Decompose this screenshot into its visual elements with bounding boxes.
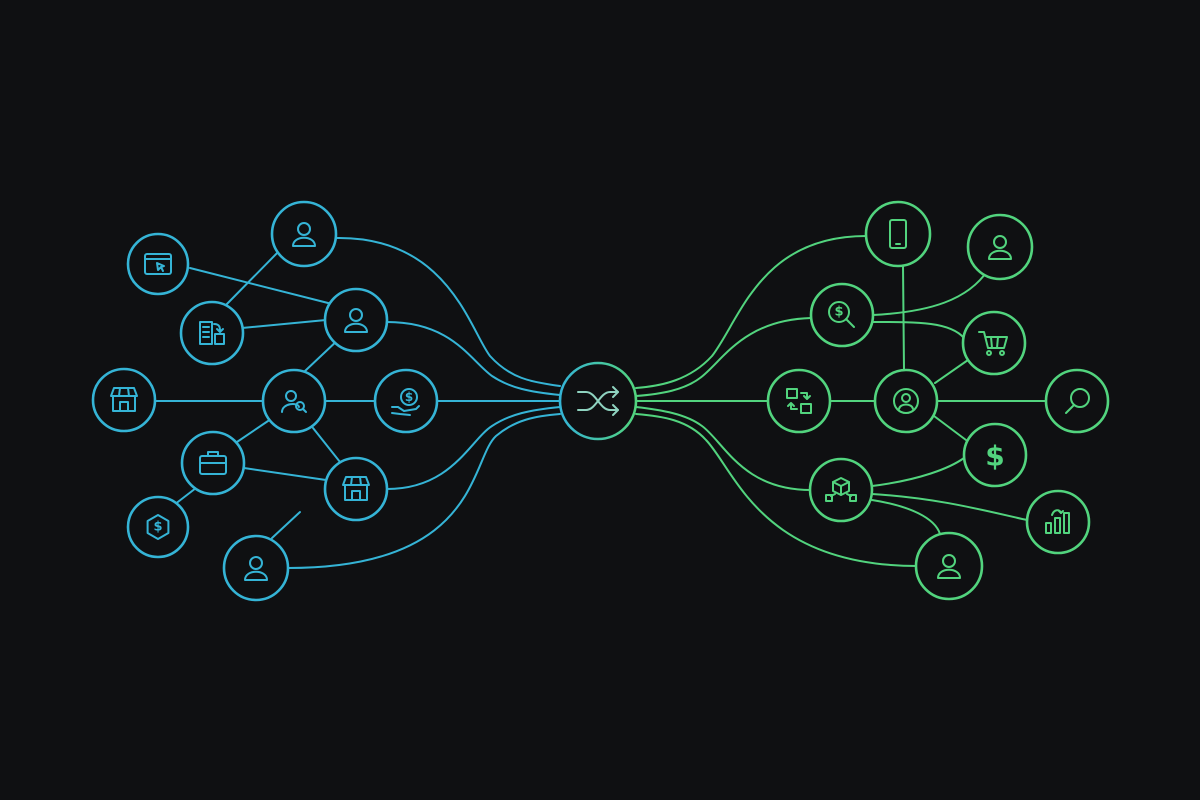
- left-connection-line: [222, 245, 285, 309]
- exchange-icon: [786, 388, 812, 414]
- hexagon-dollar-glyph: $: [153, 520, 162, 535]
- storefront-icon: [110, 387, 138, 412]
- search-icon: [1065, 388, 1090, 414]
- node-ring: [809, 282, 875, 348]
- user-icon: [344, 308, 368, 333]
- left-node-briefcase[interactable]: [180, 430, 246, 496]
- node-ring: [962, 422, 1028, 488]
- right-node-bar-chart[interactable]: [1025, 489, 1091, 555]
- user-icon: [244, 556, 268, 581]
- node-ring: [126, 495, 190, 559]
- left-node-user-bottom[interactable]: [222, 534, 290, 602]
- right-node-user-bottom[interactable]: [914, 531, 984, 601]
- left-node-user-top[interactable]: [270, 200, 338, 268]
- left-connection-line: [233, 420, 269, 445]
- right-connection-line: [934, 359, 969, 384]
- node-ring: [961, 310, 1027, 376]
- right-connection-line: [872, 321, 965, 339]
- left-connection-line: [287, 413, 561, 569]
- right-connection-line: [635, 406, 812, 491]
- bar-chart-icon: [1045, 509, 1070, 534]
- left-node-hand-dollar[interactable]: $: [373, 368, 439, 434]
- user-icon: [988, 235, 1012, 260]
- right-node-dollar[interactable]: $: [962, 422, 1028, 488]
- right-node-cart[interactable]: [961, 310, 1027, 376]
- node-ring: [91, 367, 157, 433]
- hexagon-dollar-icon: $: [146, 514, 170, 540]
- dollar-glyph: $: [985, 440, 1004, 473]
- right-node-exchange[interactable]: [766, 368, 832, 434]
- boxes-network-icon: [825, 477, 857, 502]
- left-node-building[interactable]: [179, 300, 245, 366]
- node-ring: [323, 456, 389, 522]
- left-connection-line: [386, 406, 561, 490]
- user-circle-icon: [893, 388, 919, 414]
- smartphone-icon: [889, 219, 907, 249]
- left-connection-line: [386, 321, 561, 396]
- left-node-user-mid[interactable]: [323, 287, 389, 353]
- dollar-search-icon: $: [828, 301, 855, 328]
- node-ring: [1025, 489, 1091, 555]
- right-connection-line: [635, 235, 867, 389]
- dollar-search-glyph: $: [834, 305, 843, 320]
- left-node-shop[interactable]: [323, 456, 389, 522]
- right-connection-line: [635, 317, 812, 397]
- storefront-icon: [342, 476, 370, 501]
- hand-dollar-icon: $: [391, 388, 420, 416]
- hub-node[interactable]: [558, 361, 638, 441]
- left-node-storefront[interactable]: [91, 367, 157, 433]
- left-node-browser[interactable]: [126, 232, 190, 296]
- building-transfer-icon: [199, 321, 225, 345]
- briefcase-icon: [199, 451, 227, 475]
- svg-text:$: $: [405, 390, 413, 404]
- right-connection-line: [871, 499, 941, 535]
- browser-cursor-icon: [144, 253, 172, 275]
- node-ring: [1044, 368, 1110, 434]
- left-node-hex-dollar[interactable]: $: [126, 495, 190, 559]
- right-connection-line: [871, 493, 1028, 521]
- left-connection-line: [243, 467, 327, 481]
- user-search-icon: [281, 390, 307, 413]
- user-icon: [292, 222, 316, 247]
- left-connection-line: [241, 319, 327, 329]
- nodes: $ $ $ $: [91, 200, 1110, 602]
- dollar-icon: $: [985, 440, 1004, 473]
- right-node-dollar-search[interactable]: $: [809, 282, 875, 348]
- right-connections: [635, 235, 1047, 567]
- right-connection-line: [871, 457, 965, 487]
- node-ring: [864, 200, 932, 268]
- node-ring: [373, 368, 439, 434]
- left-connection-line: [335, 236, 561, 387]
- left-connection-line: [271, 511, 301, 539]
- left-connection-line: [189, 267, 333, 305]
- right-connection-line: [933, 415, 967, 441]
- right-node-boxes[interactable]: [808, 457, 874, 523]
- shuffle-icon: [577, 386, 619, 416]
- left-connections: [113, 236, 561, 569]
- right-connection-line: [902, 265, 905, 371]
- node-ring: [766, 368, 832, 434]
- right-connection-line: [635, 413, 919, 567]
- right-connection-line: [872, 269, 989, 316]
- left-node-user-search[interactable]: [261, 368, 327, 434]
- right-node-user-top[interactable]: [966, 213, 1034, 281]
- right-node-phone[interactable]: [864, 200, 932, 268]
- shopping-cart-icon: [978, 331, 1008, 356]
- right-node-user-circle[interactable]: [873, 368, 939, 434]
- left-connection-line: [312, 427, 341, 463]
- right-node-search[interactable]: [1044, 368, 1110, 434]
- user-icon: [937, 554, 961, 579]
